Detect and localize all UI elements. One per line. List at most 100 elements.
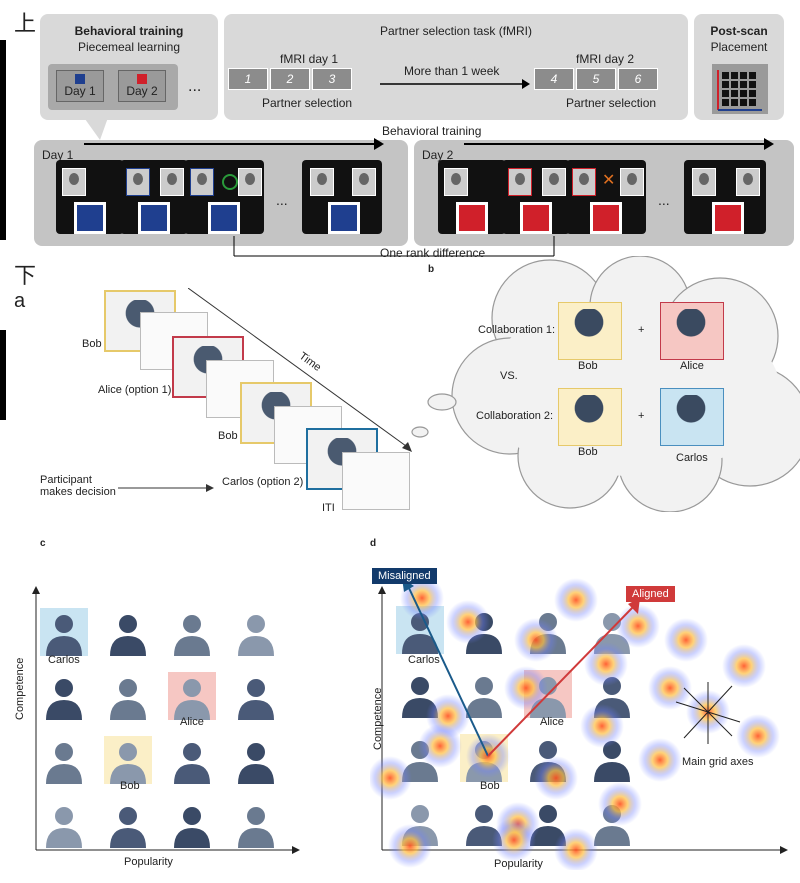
- b-bob-label: Bob: [578, 360, 598, 372]
- person-icon: [40, 736, 88, 784]
- person-icon: [104, 800, 152, 848]
- rank-label: One rank difference: [380, 246, 486, 260]
- person-icon: [232, 672, 280, 720]
- a-alice-label: Alice (option 1): [98, 384, 172, 396]
- person-icon: [232, 608, 280, 656]
- slot-1: 1: [228, 68, 268, 90]
- monitor: [438, 160, 506, 234]
- gap-label: More than 1 week: [404, 64, 500, 78]
- a-bob-label: Bob: [82, 338, 102, 350]
- bob-avatar-icon: [569, 309, 609, 353]
- day-group: Day 1 Day 2: [48, 64, 178, 110]
- slot-4: 4: [534, 68, 574, 90]
- training-day1-label: Day 1: [42, 148, 74, 162]
- main-grid-axes-label: Main grid axes: [682, 756, 754, 768]
- label-d: d: [370, 538, 377, 549]
- collab1-label: Collaboration 1:: [478, 324, 556, 336]
- monitor: [302, 160, 382, 234]
- monitor: [184, 160, 264, 234]
- collab2-label: Collaboration 2:: [476, 410, 554, 422]
- a-iti-label: ITI: [322, 502, 335, 514]
- training-day2-panel: Day 2 ✕ ...: [414, 138, 794, 246]
- c-carlos-label: Carlos: [48, 654, 80, 666]
- heat-blob: [598, 782, 642, 826]
- rank-bracket-icon: [233, 236, 555, 257]
- bob-avatar-icon: [569, 395, 609, 439]
- selection-day2: Partner selection: [566, 96, 657, 110]
- heat-blob: [492, 818, 536, 862]
- partner-selection-panel: Partner selection task (fMRI) fMRI day 1…: [224, 14, 688, 120]
- d-arrows: [402, 578, 741, 757]
- monitor: [56, 160, 124, 234]
- misaligned-tag: Misaligned: [372, 568, 437, 584]
- person-icon: [168, 736, 216, 784]
- d-bob-label: Bob: [480, 780, 500, 792]
- red-square-icon: [137, 74, 147, 84]
- label-bottom: 下: [14, 263, 37, 288]
- b-carlos-label: Carlos: [676, 452, 708, 464]
- left-bar: [0, 330, 6, 420]
- c-people-grid: [40, 608, 290, 848]
- a-bob2-label: Bob: [218, 430, 238, 442]
- label-a: a: [14, 290, 26, 312]
- day1-box: Day 1: [56, 70, 104, 102]
- heat-blob: [580, 704, 624, 748]
- heat-blob: [554, 828, 598, 870]
- label-c: c: [40, 538, 46, 549]
- heat-blob: [534, 756, 578, 800]
- person-icon: [104, 608, 152, 656]
- monitor: [120, 160, 188, 234]
- postscan-title: Post-scan: [710, 24, 768, 38]
- pointer-icon: [80, 112, 110, 140]
- person-icon: [232, 800, 280, 848]
- person-icon: [168, 608, 216, 656]
- day2-box: Day 2: [118, 70, 166, 102]
- heat-blob: [584, 642, 628, 686]
- person-icon: [524, 798, 572, 846]
- slot-3: 3: [312, 68, 352, 90]
- cross-icon: ✕: [602, 172, 616, 189]
- person-icon: [168, 672, 216, 720]
- heat-blob: [722, 644, 766, 688]
- heat-blob: [648, 666, 692, 710]
- person-icon: [104, 672, 152, 720]
- a-carlos-label: Carlos (option 2): [222, 476, 304, 488]
- heat-blob: [514, 618, 558, 662]
- thought-cloud-icon: [411, 256, 800, 512]
- person-icon: [396, 670, 444, 718]
- blue-square-icon: [75, 74, 85, 84]
- c-xlabel: Popularity: [124, 856, 173, 868]
- monitor: [502, 160, 570, 234]
- label-b: b: [428, 264, 435, 275]
- training-day1-panel: Day 1 ...: [34, 138, 408, 246]
- monitor: [684, 160, 766, 234]
- slot-2: 2: [270, 68, 310, 90]
- b-alice-card: [660, 302, 724, 360]
- person-icon: [40, 672, 88, 720]
- heat-blob: [418, 724, 462, 768]
- d-carlos-label: Carlos: [408, 654, 440, 666]
- heat-blob: [370, 756, 412, 800]
- plus-icon: +: [638, 410, 645, 422]
- slot-6: 6: [618, 68, 658, 90]
- postscan-panel: Post-scan Placement: [694, 14, 784, 120]
- d-heatmap: [370, 576, 780, 870]
- ellipsis: ...: [188, 78, 202, 95]
- partner-title: Partner selection task (fMRI): [379, 24, 533, 38]
- fmri-day2: fMRI day 2: [576, 52, 635, 66]
- b-carlos-card: [660, 388, 724, 446]
- c-axes: [32, 586, 300, 854]
- time-arrow-icon: [188, 288, 412, 452]
- b-alice-label: Alice: [680, 360, 704, 372]
- person-icon: [168, 800, 216, 848]
- iti-frame: [342, 452, 410, 510]
- heat-blob: [388, 824, 432, 868]
- placement-grid-icon: [712, 64, 768, 114]
- ellipsis: ...: [276, 192, 288, 208]
- b-bob-card-2: [558, 388, 622, 446]
- ellipsis: ...: [658, 192, 670, 208]
- heat-blob: [638, 738, 682, 782]
- d-xlabel: Popularity: [494, 858, 543, 870]
- selection-day1: Partner selection: [262, 96, 353, 110]
- heat-blob: [616, 604, 660, 648]
